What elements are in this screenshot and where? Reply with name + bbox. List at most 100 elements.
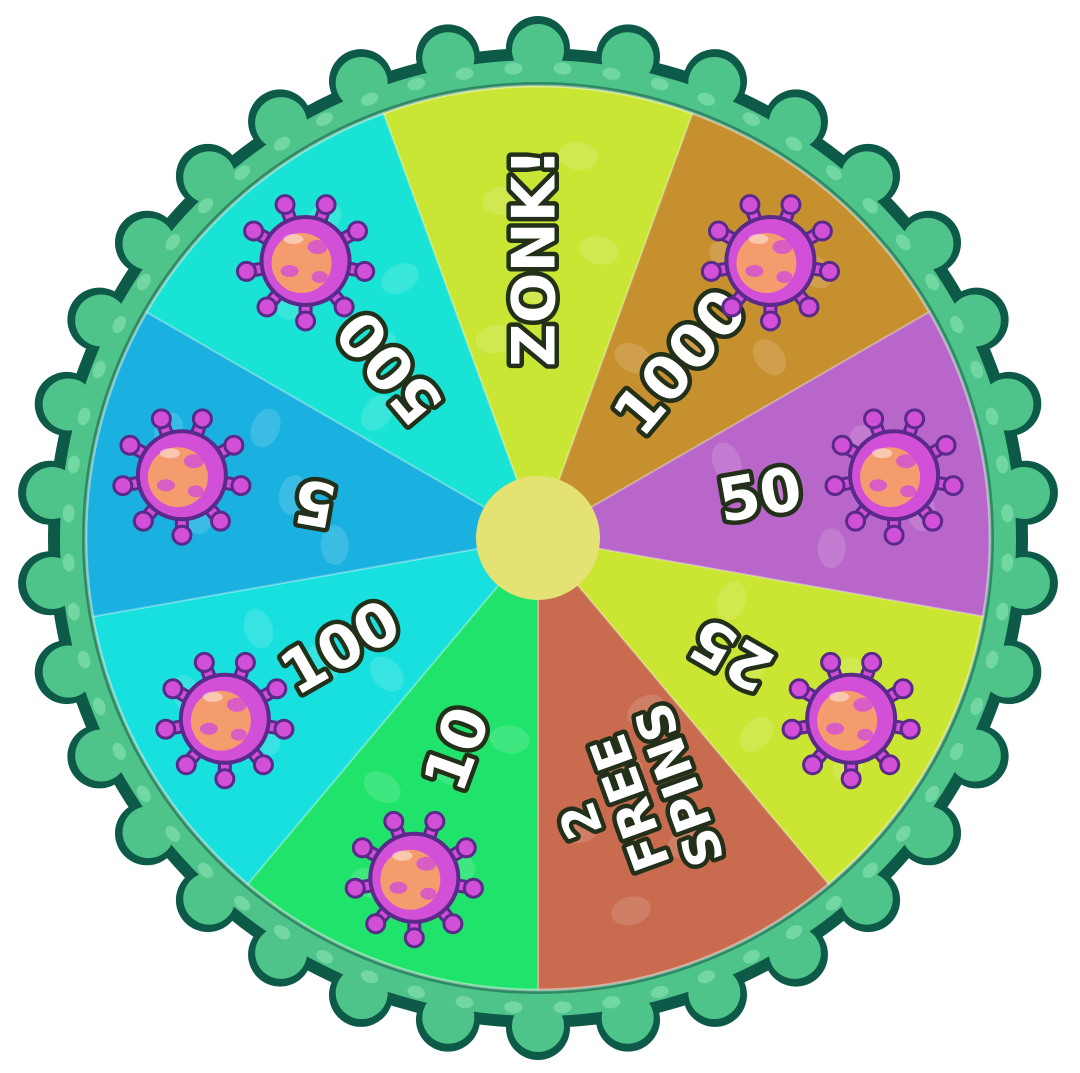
- virus-icon: [344, 810, 484, 949]
- segment-texture: [381, 263, 419, 295]
- virus-icon: [824, 408, 964, 546]
- rim-dot: [895, 234, 911, 251]
- rim-dot: [92, 360, 106, 379]
- rim-dot: [67, 602, 80, 621]
- rim-dot: [360, 970, 379, 984]
- rim-dot: [198, 862, 214, 878]
- rim-dot: [67, 455, 80, 474]
- segment-1000[interactable]: [536, 111, 931, 541]
- rim-dot: [136, 273, 151, 291]
- segment-texture: [752, 339, 787, 376]
- rim-dot: [165, 825, 181, 842]
- rim-dot: [92, 697, 106, 716]
- rim-dot: [62, 553, 75, 572]
- segment-label-50-0: 50: [713, 454, 807, 537]
- segment-texture: [614, 342, 653, 374]
- rim-dot: [112, 316, 126, 334]
- segment-texture: [433, 756, 473, 787]
- segment-5[interactable]: [85, 310, 541, 618]
- rim-dot: [407, 985, 426, 999]
- segment-texture: [817, 528, 846, 569]
- segment-label-group: 50: [708, 449, 811, 541]
- rim-dot: [198, 198, 214, 214]
- segment-texture: [667, 827, 706, 859]
- rim-dot: [985, 650, 999, 669]
- rim-dot: [825, 895, 842, 911]
- rim-dot: [360, 92, 379, 106]
- rim-dot: [950, 742, 964, 760]
- segment-texture: [737, 643, 770, 681]
- segment-texture: [361, 394, 395, 431]
- rim-dot: [697, 92, 716, 106]
- rim-dot: [996, 602, 1009, 621]
- virus-icon: [700, 194, 841, 332]
- segment-500[interactable]: [145, 111, 540, 541]
- segment-texture: [306, 643, 339, 681]
- rim-dot: [862, 862, 878, 878]
- rim-dot: [950, 316, 964, 334]
- rim-dot: [1001, 553, 1014, 572]
- rim-dot: [996, 455, 1009, 474]
- rim-dot: [1001, 504, 1014, 523]
- segment-texture: [320, 525, 349, 566]
- rim-dot: [77, 650, 91, 669]
- rim-dot: [273, 925, 291, 940]
- rim-dot: [862, 198, 878, 214]
- segment-texture: [768, 474, 798, 515]
- rim-dot: [273, 136, 291, 151]
- rim-dot: [553, 62, 572, 75]
- segment-texture: [482, 186, 523, 215]
- segment-texture: [627, 694, 665, 727]
- segment-texture: [716, 581, 747, 621]
- segment-texture: [739, 717, 774, 753]
- rim-dot: [785, 136, 803, 151]
- rim-dot: [650, 985, 669, 999]
- segment-texture: [489, 725, 530, 754]
- segment-label-group: ZONK!: [495, 144, 574, 372]
- rim-dot: [136, 785, 151, 803]
- rim-dot: [112, 742, 126, 760]
- rim-dot: [970, 360, 984, 379]
- rim-dot: [316, 950, 334, 964]
- segment-free-spins[interactable]: [537, 535, 830, 992]
- rim-dot: [602, 996, 621, 1009]
- segment-texture: [250, 408, 281, 448]
- segment-texture: [475, 324, 516, 354]
- segment-100[interactable]: [91, 536, 541, 886]
- virus-icon: [155, 651, 295, 790]
- segment-50[interactable]: [535, 310, 991, 618]
- rim-dot: [970, 697, 984, 716]
- rim-dot: [504, 62, 523, 75]
- segment-zonk[interactable]: [382, 85, 694, 541]
- rim-dot: [455, 996, 474, 1009]
- rim-dot: [785, 925, 803, 940]
- segment-outline: [84, 84, 992, 992]
- segment-texture: [369, 656, 404, 692]
- segment-texture: [518, 275, 558, 304]
- segment-texture: [243, 609, 274, 649]
- rim-dot: [742, 950, 760, 964]
- rim-dot: [602, 67, 621, 80]
- rim-dot: [553, 1001, 572, 1014]
- rim-dot: [165, 234, 181, 251]
- segment-texture: [360, 330, 396, 365]
- segment-10[interactable]: [246, 535, 539, 992]
- segment-label-zonk-0: ZONK!: [500, 148, 570, 367]
- segment-25[interactable]: [535, 536, 985, 886]
- segment-texture: [558, 814, 599, 844]
- rim-dot: [825, 165, 842, 181]
- virus-icon: [781, 651, 921, 790]
- virus-icon: [112, 408, 252, 546]
- rim-dot: [895, 825, 911, 842]
- center-hub[interactable]: [476, 476, 600, 600]
- rim-dot: [316, 112, 334, 126]
- rim-dot: [234, 895, 251, 911]
- rim-dot: [925, 273, 940, 291]
- rim-dot: [985, 407, 999, 426]
- segment-texture: [363, 771, 401, 804]
- rim-dot: [234, 165, 251, 181]
- rim-dot: [77, 407, 91, 426]
- rim-dot: [504, 1001, 523, 1014]
